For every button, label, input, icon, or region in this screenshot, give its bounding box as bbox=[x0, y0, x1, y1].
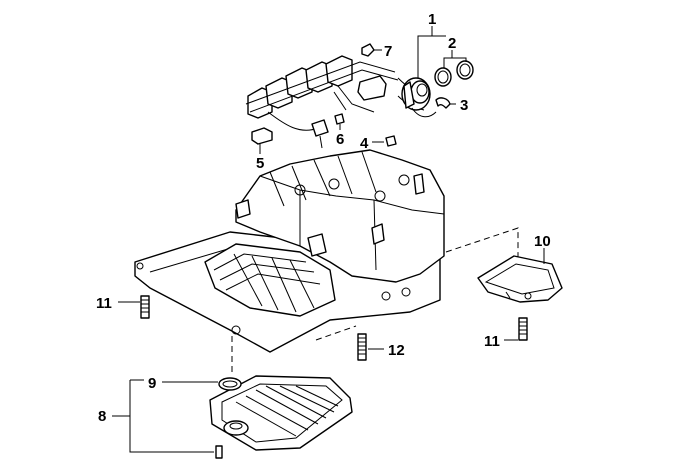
callout-11-right: 11 bbox=[484, 333, 500, 350]
callout-4: 4 bbox=[360, 135, 369, 152]
valve-body[interactable] bbox=[134, 149, 445, 353]
sensor-insert[interactable] bbox=[334, 113, 345, 125]
filter-seal-ring[interactable] bbox=[218, 377, 242, 391]
mounting-bolt[interactable] bbox=[357, 333, 367, 361]
callout-7: 7 bbox=[384, 43, 392, 60]
retaining-clip[interactable] bbox=[435, 97, 451, 109]
filter-cover[interactable] bbox=[477, 255, 563, 303]
assembly-line-bottom bbox=[315, 325, 357, 341]
wiring-harness[interactable] bbox=[245, 55, 425, 149]
callout-11-left: 11 bbox=[96, 295, 112, 312]
callout-5: 5 bbox=[256, 155, 264, 172]
callout-10: 10 bbox=[534, 233, 551, 250]
plug-clip[interactable] bbox=[361, 43, 375, 57]
callout-12: 12 bbox=[388, 342, 405, 359]
valve-body-bolt[interactable] bbox=[140, 295, 150, 319]
callout-8: 8 bbox=[98, 408, 106, 425]
filter-screw[interactable] bbox=[215, 445, 223, 459]
callout-1: 1 bbox=[428, 11, 436, 28]
callout-9: 9 bbox=[148, 375, 156, 392]
callout-2: 2 bbox=[448, 35, 456, 52]
oil-filter[interactable] bbox=[209, 375, 353, 451]
cover-bolt[interactable] bbox=[518, 317, 528, 341]
leader-lines bbox=[112, 26, 545, 453]
harness-plug[interactable] bbox=[401, 77, 437, 118]
sealing-rings[interactable] bbox=[434, 60, 474, 87]
callout-3: 3 bbox=[460, 97, 468, 114]
assembly-line-right bbox=[445, 227, 519, 268]
connector-pin[interactable] bbox=[385, 135, 397, 147]
callout-6: 6 bbox=[336, 131, 344, 148]
cable-holder[interactable] bbox=[251, 127, 273, 145]
